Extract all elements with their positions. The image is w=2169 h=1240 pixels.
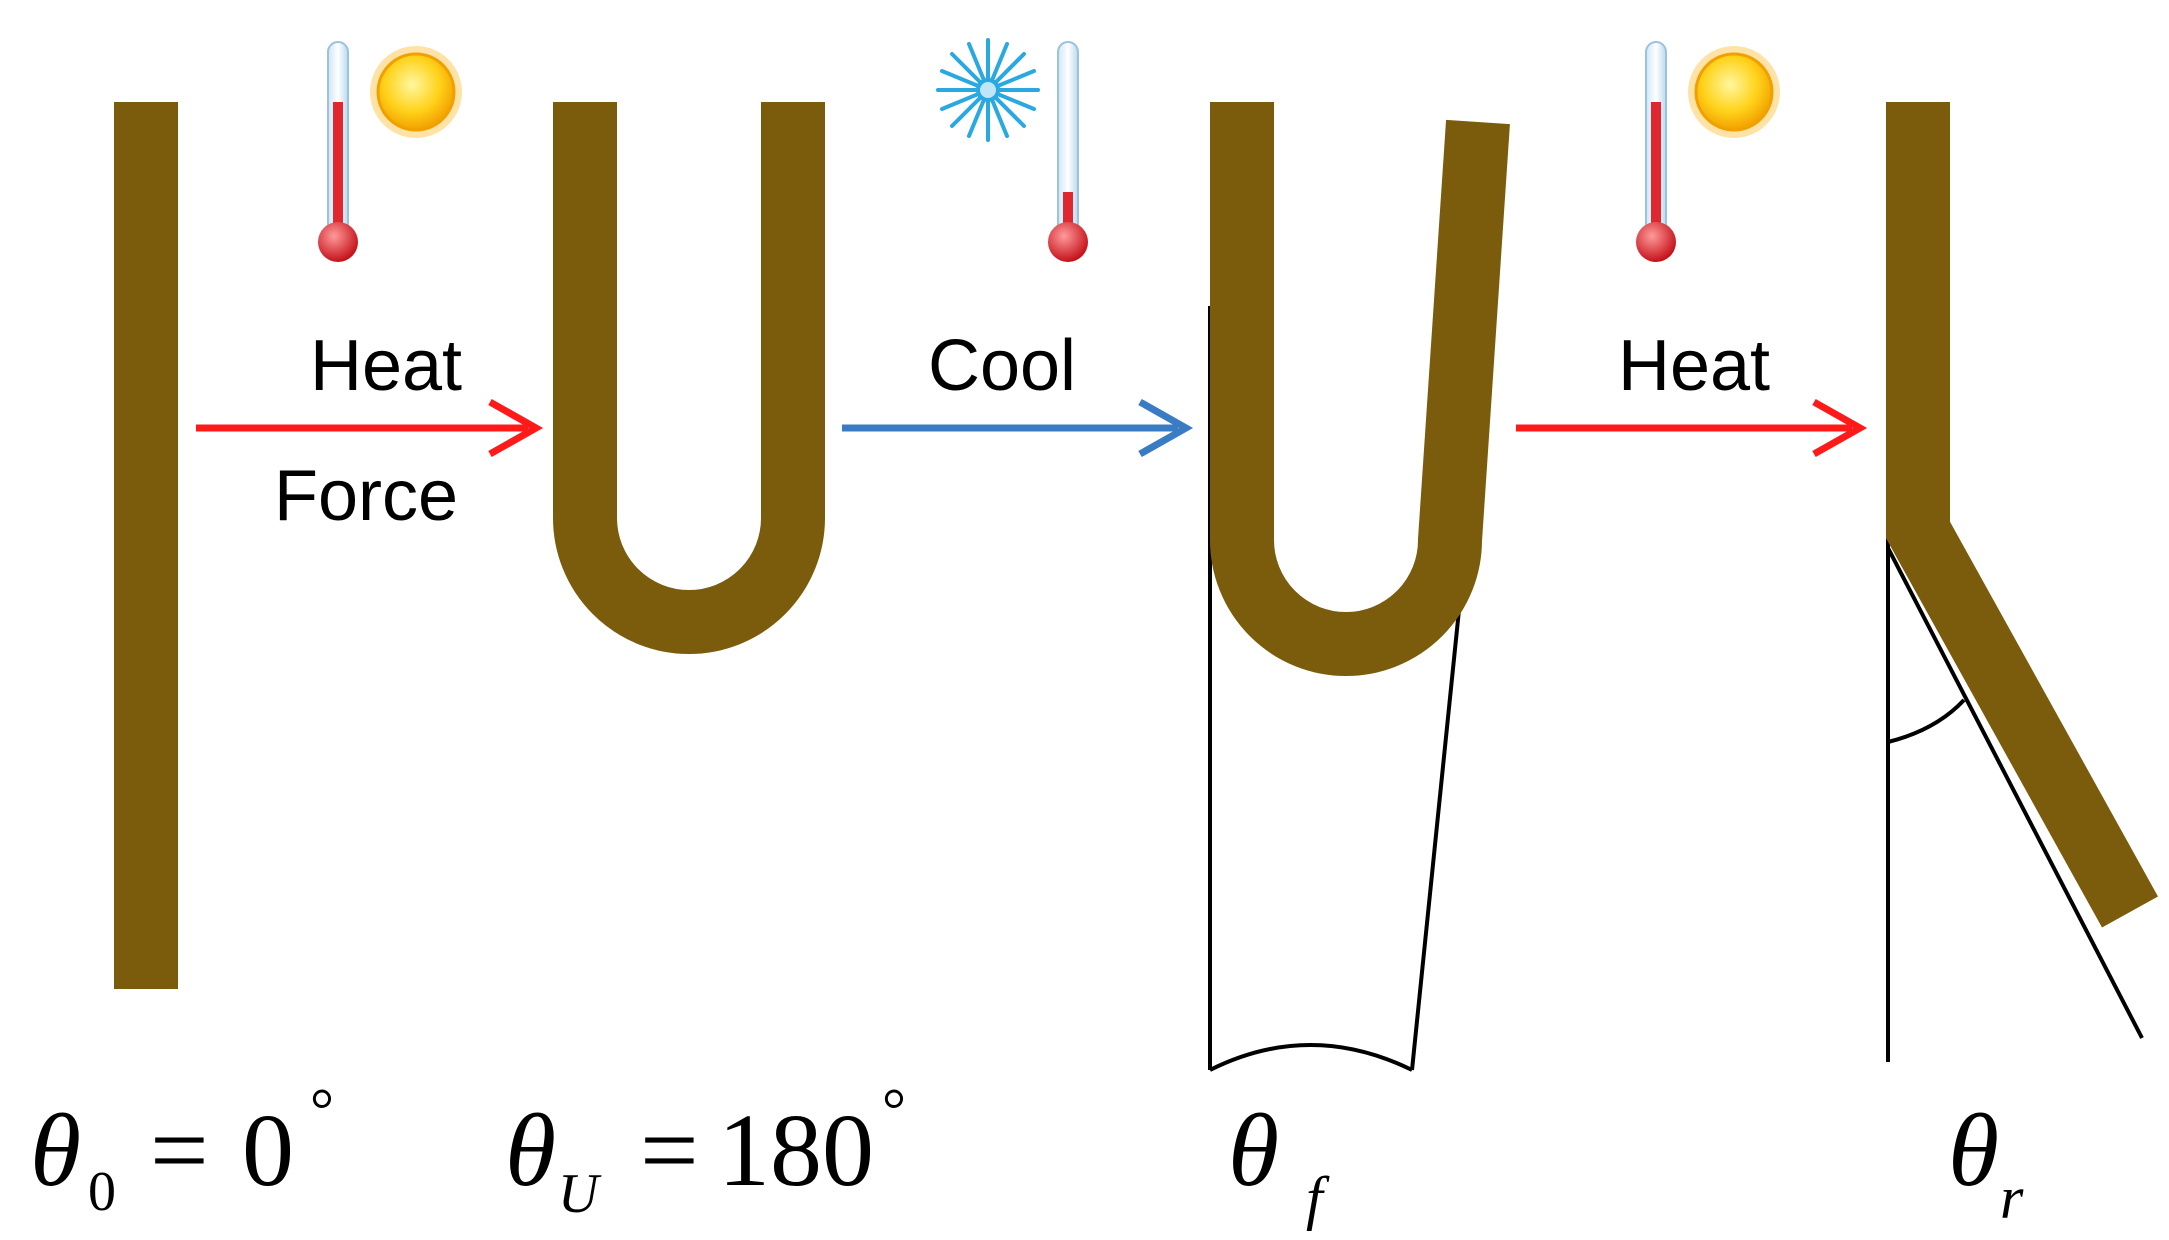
theta-symbol: θ bbox=[505, 1093, 556, 1208]
thermometer-sun-icon bbox=[318, 41, 462, 262]
u-shaped-rod bbox=[553, 102, 825, 654]
step1-label-heat: Heat bbox=[310, 326, 462, 406]
theta-subscript: f bbox=[1306, 1165, 1330, 1231]
angle-reference-line-diagonal bbox=[1886, 547, 2144, 1039]
step1-label-force: Force bbox=[274, 456, 458, 536]
arrow-heat bbox=[1516, 398, 1868, 458]
angle-arc bbox=[1209, 1043, 1413, 1072]
thermometer-icon bbox=[1048, 41, 1088, 262]
snowflake-icon bbox=[936, 38, 1040, 142]
state-initial bbox=[114, 102, 178, 989]
thermometer-sun-icon-2 bbox=[1636, 41, 1780, 262]
state-recovered bbox=[1886, 102, 2158, 1062]
degree-sign: ° bbox=[882, 1077, 906, 1143]
step3-label-heat: Heat bbox=[1618, 326, 1770, 406]
label-theta-f: θ f bbox=[1228, 1093, 1330, 1231]
thermometer-icon bbox=[1636, 41, 1676, 262]
angle-value: 180 bbox=[718, 1093, 874, 1208]
theta-subscript: U bbox=[558, 1163, 602, 1225]
state-fixed bbox=[1208, 102, 1510, 1072]
sun-icon bbox=[370, 46, 462, 138]
theta-subscript: r bbox=[2000, 1165, 2024, 1231]
equals-sign: = bbox=[150, 1093, 209, 1208]
degree-sign: ° bbox=[310, 1077, 334, 1143]
equals-sign: = bbox=[640, 1093, 699, 1208]
bent-rod-recovered bbox=[1886, 102, 2158, 928]
straight-rod bbox=[114, 102, 178, 989]
theta-symbol: θ bbox=[30, 1093, 81, 1208]
theta-symbol: θ bbox=[1228, 1093, 1279, 1208]
arrow-heat-force bbox=[196, 398, 544, 458]
label-theta-0: θ 0 = 0 ° bbox=[30, 1077, 334, 1223]
label-theta-u: θ U = 180 ° bbox=[505, 1077, 906, 1225]
u-shaped-rod-fixed bbox=[1210, 102, 1510, 676]
thermometer-icon bbox=[318, 41, 358, 262]
angle-arc-recovered bbox=[1887, 698, 1966, 744]
angle-value: 0 bbox=[242, 1093, 294, 1208]
theta-symbol: θ bbox=[1948, 1093, 1999, 1208]
sun-icon bbox=[1688, 46, 1780, 138]
theta-subscript: 0 bbox=[88, 1161, 116, 1223]
thermometer-snowflake-icon bbox=[936, 38, 1088, 262]
arrow-cool bbox=[842, 398, 1194, 458]
label-theta-r: θ r bbox=[1948, 1093, 2024, 1231]
step2-label-cool: Cool bbox=[928, 326, 1076, 406]
state-u-shape bbox=[553, 102, 825, 654]
